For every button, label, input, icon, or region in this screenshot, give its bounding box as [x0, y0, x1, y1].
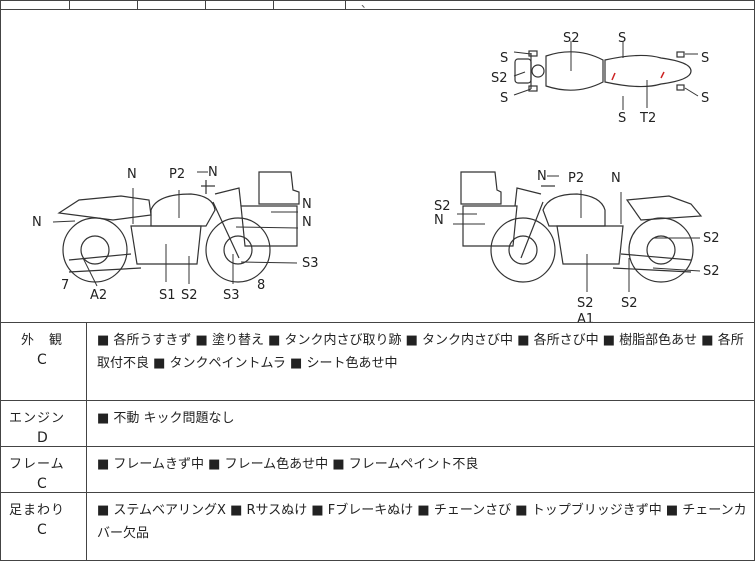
diagram-label: S2 [703, 231, 720, 246]
diagram-label: P2 [568, 171, 584, 186]
top-view-markers [611, 71, 665, 81]
top-view-labels: S2 S S S S2 S S S T2 [491, 31, 709, 126]
diagram-label: S1 [159, 288, 176, 303]
diagram-label: N [32, 215, 42, 230]
row-details: ■ 不動 キック問題なし [97, 411, 235, 426]
strip-cell [273, 1, 346, 9]
top-view-leaders [513, 41, 699, 110]
strip-cell [69, 1, 138, 9]
diagram-label: N [127, 167, 137, 182]
row-grade: C [37, 522, 47, 538]
condition-row-exterior: 外 観 C ■ 各所うすきず ■ 塗り替え ■ タンク内さび取り跡 ■ タンク内… [1, 322, 754, 401]
diagram-label: S2 [181, 288, 198, 303]
diagram-label: S2 [703, 264, 720, 279]
row-category: 足まわり [9, 503, 66, 518]
damage-diagram: S2 S S S S2 S S S T2 [1, 10, 754, 322]
diagram-label: S2 [621, 296, 638, 311]
row-details: ■ フレームきず中 ■ フレーム色あせ中 ■ フレームペイント不良 [97, 457, 479, 472]
strip-fragment-text: 、 [361, 0, 372, 10]
diagram-label: N [302, 215, 312, 230]
right-view-labels: N P2 N S2 N S2 S2 S2 A1 S2 [434, 169, 720, 322]
row-label-cell: エンジン D [1, 401, 87, 447]
condition-row-frame: フレーム C ■ フレームきず中 ■ フレーム色あせ中 ■ フレームペイント不良 [1, 446, 754, 493]
diagram-label: 7 [61, 278, 69, 293]
row-details: ■ 各所うすきず ■ 塗り替え ■ タンク内さび取り跡 ■ タンク内さび中 ■ … [97, 333, 744, 371]
diagram-label: S3 [302, 256, 319, 271]
left-view-labels: N N P2 N N N 7 A2 S1 S2 S3 8 S3 [32, 165, 319, 303]
diagram-label: 8 [257, 278, 265, 293]
strip-cell [205, 1, 274, 9]
diagram-label: S2 [577, 296, 594, 311]
diagram-label: N [537, 169, 547, 184]
condition-row-suspension: 足まわり C ■ ステムベアリングX ■ Rサスぬけ ■ Fブレーキぬけ ■ チ… [1, 492, 754, 561]
diagram-label: N [611, 171, 621, 186]
motorcycle-diagram-svg: S2 S S S S2 S S S T2 [32, 31, 720, 322]
diagram-label: S [701, 91, 709, 106]
strip-cell [137, 1, 206, 9]
left-view-leaders [52, 171, 299, 287]
row-label-cell: 足まわり C [1, 493, 87, 561]
diagram-label: S [701, 51, 709, 66]
row-grade: D [37, 430, 48, 446]
diagram-label: S [618, 111, 626, 126]
row-grade: C [37, 352, 47, 368]
row-category: エンジン [9, 411, 66, 426]
right-view-motorcycle [460, 171, 703, 283]
diagram-label: T2 [639, 111, 656, 126]
row-label-cell: フレーム C [1, 447, 87, 493]
diagram-label: N [302, 197, 312, 212]
diagram-label: S3 [223, 288, 240, 303]
strip-cell [1, 1, 70, 9]
row-details: ■ ステムベアリングX ■ Rサスぬけ ■ Fブレーキぬけ ■ チェーンさび ■… [97, 503, 747, 541]
top-table-strip: 、 [1, 0, 754, 10]
right-view-leaders [453, 175, 701, 292]
diagram-label: S [618, 31, 626, 46]
diagram-label: P2 [169, 167, 185, 182]
diagram-label: S [500, 51, 508, 66]
top-view-motorcycle [514, 50, 692, 92]
diagram-label: N [434, 213, 444, 228]
diagram-label: N [208, 165, 218, 180]
row-label-cell: 外 観 C [1, 323, 87, 401]
diagram-label: S2 [491, 71, 508, 86]
condition-row-engine: エンジン D ■ 不動 キック問題なし [1, 400, 754, 447]
diagram-label: S2 [434, 199, 451, 214]
row-category: 外 観 [21, 333, 64, 348]
diagram-label: S2 [563, 31, 580, 46]
diagram-label: A1 [577, 312, 594, 322]
diagram-label: A2 [90, 288, 107, 303]
diagram-label: S [500, 91, 508, 106]
row-grade: C [37, 476, 47, 492]
row-category: フレーム [9, 457, 65, 472]
